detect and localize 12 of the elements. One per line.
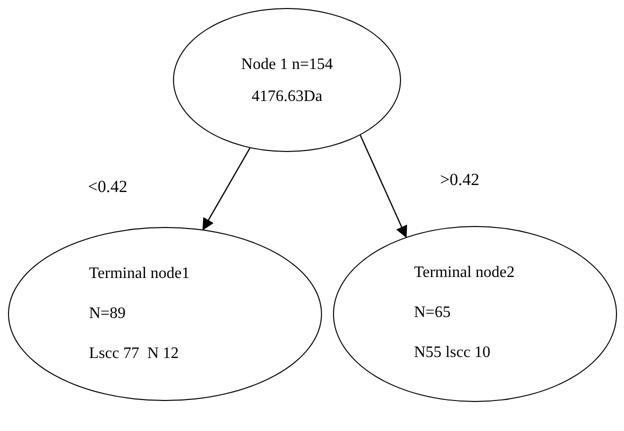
- node-text: Terminal node2: [414, 263, 515, 283]
- node-text: Node 1 n=154: [241, 55, 333, 75]
- node-text: 4176.63Da: [252, 87, 322, 107]
- node-text: Lscc 77 N 12: [89, 344, 179, 364]
- node-text: Terminal node1: [89, 264, 190, 284]
- arrow: [202, 148, 250, 230]
- edge-label: >0.42: [440, 171, 480, 188]
- edge-label: <0.42: [88, 178, 128, 195]
- node-text: N55 lscc 10: [414, 343, 490, 363]
- arrow: [360, 134, 408, 238]
- node-text: N=65: [414, 303, 451, 323]
- node-text: N=89: [89, 304, 126, 324]
